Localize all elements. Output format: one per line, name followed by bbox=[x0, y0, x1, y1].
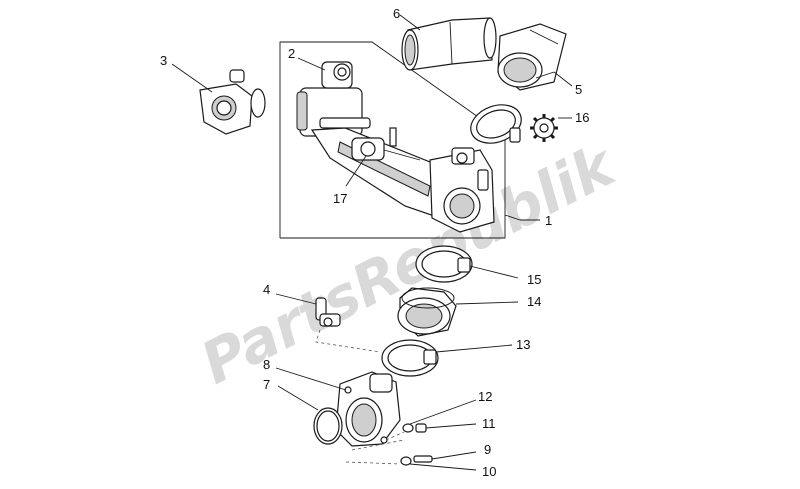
callout-16: 16 bbox=[575, 110, 589, 125]
part-intake-manifold[interactable] bbox=[335, 371, 401, 447]
callout-6: 6 bbox=[393, 6, 400, 21]
callout-9: 9 bbox=[484, 442, 491, 457]
part-clamp-13[interactable] bbox=[381, 339, 439, 377]
part-throttle-housing[interactable] bbox=[429, 147, 495, 233]
callout-10: 10 bbox=[482, 464, 496, 479]
part-o-ring[interactable] bbox=[313, 407, 343, 445]
callout-15: 15 bbox=[527, 272, 541, 287]
gear-icon bbox=[530, 114, 558, 142]
callout-5: 5 bbox=[575, 82, 582, 97]
callout-13: 13 bbox=[516, 337, 530, 352]
part-intake-sleeve[interactable] bbox=[401, 17, 497, 71]
part-injector-rail[interactable] bbox=[310, 117, 471, 219]
part-hose[interactable] bbox=[397, 287, 457, 337]
callout-8: 8 bbox=[263, 357, 270, 372]
part-washer-12[interactable] bbox=[402, 423, 414, 433]
callout-labels: 1 2 3 4 5 6 7 8 9 10 11 12 13 14 15 16 1… bbox=[160, 6, 589, 479]
callout-3: 3 bbox=[160, 53, 167, 68]
callout-11: 11 bbox=[482, 416, 496, 431]
part-screw-9[interactable] bbox=[413, 455, 433, 463]
part-clamp-15[interactable] bbox=[415, 245, 473, 283]
part-rubber-boot[interactable] bbox=[497, 23, 567, 91]
callout-17: 17 bbox=[333, 191, 347, 206]
callout-2: 2 bbox=[288, 46, 295, 61]
part-fitting[interactable] bbox=[315, 297, 381, 353]
assembly-frame bbox=[279, 41, 506, 239]
part-clamp-upper[interactable] bbox=[465, 98, 526, 150]
callout-1: 1 bbox=[545, 213, 552, 228]
callout-14: 14 bbox=[527, 294, 541, 309]
assembly-guide-lines bbox=[345, 431, 405, 465]
part-intake-flange[interactable] bbox=[199, 69, 266, 135]
part-screw-11[interactable] bbox=[415, 423, 427, 433]
part-washer-10[interactable] bbox=[400, 456, 412, 466]
callout-4: 4 bbox=[263, 282, 270, 297]
callout-7: 7 bbox=[263, 377, 270, 392]
callout-12: 12 bbox=[478, 389, 492, 404]
leader-lines bbox=[171, 14, 573, 471]
